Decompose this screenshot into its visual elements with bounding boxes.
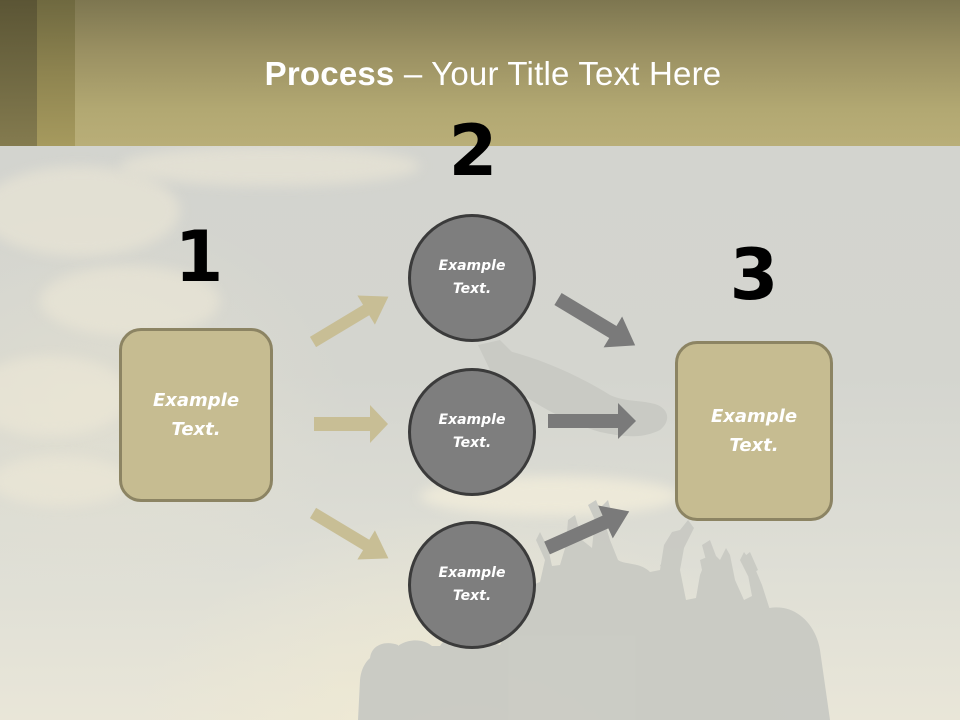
circle-middle-line1: Example bbox=[438, 412, 506, 428]
step-2-circle-middle[interactable]: Example Text. bbox=[408, 368, 536, 496]
title-rest-part: – Your Title Text Here bbox=[394, 55, 722, 92]
step-2-circle-bottom[interactable]: Example Text. bbox=[408, 521, 536, 649]
circle-top-line1: Example bbox=[438, 258, 506, 274]
step-3-box[interactable]: Example Text. bbox=[675, 341, 833, 521]
header-band: Process – Your Title Text Here bbox=[0, 0, 960, 146]
arrow-down-right-icon bbox=[309, 507, 389, 560]
step-2-circle-top[interactable]: Example Text. bbox=[408, 214, 536, 342]
step-3-box-line2: Text. bbox=[729, 435, 779, 456]
step-number-3: 3 bbox=[729, 234, 779, 316]
arrow-down-right-icon bbox=[554, 292, 636, 348]
circle-bottom-line1: Example bbox=[438, 565, 506, 581]
step-3-box-line1: Example bbox=[710, 406, 798, 427]
circle-middle-line2: Text. bbox=[452, 435, 492, 451]
circle-bottom-line2: Text. bbox=[452, 588, 492, 604]
arrow-up-right-icon bbox=[544, 505, 630, 555]
header-accent-strip-dark bbox=[0, 0, 37, 146]
arrow-up-right-icon bbox=[309, 295, 389, 348]
step-1-box-line2: Text. bbox=[171, 419, 221, 440]
arrow-right-icon bbox=[314, 405, 388, 443]
step-number-1: 1 bbox=[174, 216, 224, 298]
arrow-right-icon bbox=[548, 403, 636, 439]
header-accent-strip-light bbox=[37, 0, 75, 146]
step-1-box-line1: Example bbox=[152, 390, 240, 411]
slide-title[interactable]: Process – Your Title Text Here bbox=[0, 52, 960, 96]
circle-top-line2: Text. bbox=[452, 281, 492, 297]
title-bold-part: Process bbox=[264, 55, 395, 92]
step-1-box[interactable]: Example Text. bbox=[119, 328, 273, 502]
step-number-2: 2 bbox=[448, 110, 498, 192]
